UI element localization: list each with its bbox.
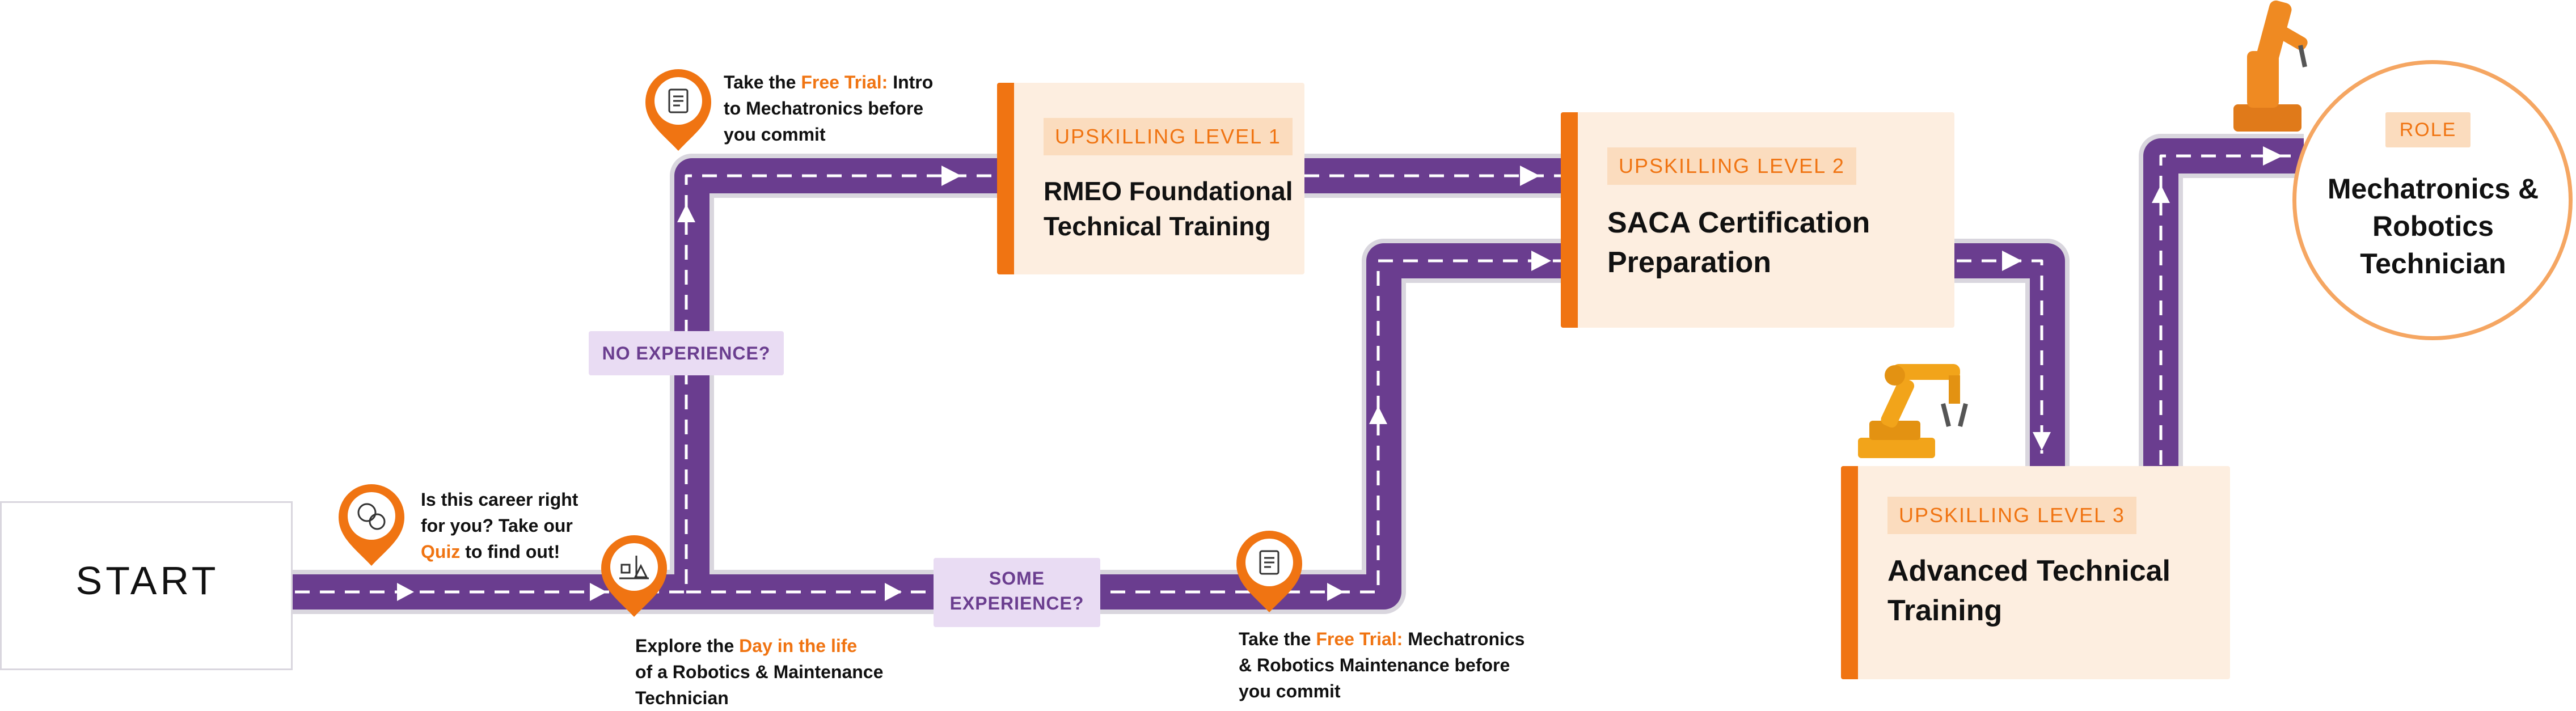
document-icon [1259, 550, 1279, 575]
some-experience-line-2: EXPERIENCE? [949, 593, 1084, 613]
quiz-line-3-rest: to find out! [460, 541, 560, 562]
chat-bubbles-icon [357, 503, 386, 530]
robot-tools-icon [619, 556, 649, 579]
free-trial-maint-link[interactable]: Free Trial: [1316, 629, 1403, 649]
role-title: Mechatronics & Robotics Technician [2327, 173, 2539, 280]
no-experience-tag[interactable]: NO EXPERIENCE? [589, 331, 784, 375]
free-trial-intro-line-3: you commit [724, 124, 826, 145]
industrial-robot-icon [2233, 0, 2308, 132]
level-2-title: SACA Certification Preparation [1607, 206, 1870, 279]
some-experience-line-1: SOME [989, 568, 1045, 589]
free-trial-intro-prefix: Take the [724, 72, 801, 92]
level-3-title: Advanced Technical Training [1887, 555, 2170, 627]
day-in-life-link[interactable]: Day in the life [739, 636, 858, 656]
quiz-link[interactable]: Quiz [421, 541, 461, 562]
level-1-title: RMEO Foundational Technical Training [1044, 176, 1293, 241]
free-trial-intro-suffix: Intro [888, 72, 934, 92]
some-experience-tag[interactable]: SOME EXPERIENCE? [934, 558, 1100, 627]
free-trial-maint-line-3: you commit [1239, 681, 1341, 701]
day-in-life-prefix: Explore the [635, 636, 740, 656]
free-trial-maint-prefix: Take the [1239, 629, 1316, 649]
free-trial-intro-caption: Take the Free Trial: Intro to Mechatroni… [724, 69, 933, 147]
direction-arrows [397, 146, 2283, 601]
free-trial-maintenance-caption: Take the Free Trial: Mechatronics & Robo… [1239, 626, 1525, 704]
level-3-label: UPSKILLING LEVEL 3 [1887, 497, 2136, 534]
day-in-life-line-2: of a Robotics & Maintenance [635, 662, 884, 682]
document-icon [668, 88, 689, 113]
quiz-caption: Is this career right for you? Take our Q… [421, 486, 578, 565]
free-trial-intro-line-2: to Mechatronics before [724, 98, 924, 118]
role-circle[interactable] [2292, 60, 2573, 340]
pin-quiz[interactable] [339, 484, 404, 566]
pin-day-in-life[interactable] [601, 535, 667, 617]
robot-arm-icon [1858, 364, 1968, 458]
level-1-card[interactable]: UPSKILLING LEVEL 1 RMEO Foundational Tec… [997, 83, 1304, 274]
quiz-line-3: Quiz to find out! [421, 539, 578, 565]
quiz-line-2: for you? Take our [421, 515, 573, 536]
free-trial-intro-link[interactable]: Free Trial: [801, 72, 888, 92]
role-tag: ROLE [2385, 112, 2471, 147]
start-box [0, 501, 293, 670]
day-in-life-caption: Explore the Day in the life of a Robotic… [635, 633, 883, 711]
level-3-card[interactable]: UPSKILLING LEVEL 3 Advanced Technical Tr… [1841, 466, 2230, 679]
free-trial-maint-line-1: Take the Free Trial: Mechatronics [1239, 626, 1525, 652]
free-trial-maint-suffix: Mechatronics [1403, 629, 1525, 649]
level-2-label: UPSKILLING LEVEL 2 [1607, 147, 1856, 185]
free-trial-maint-line-2: & Robotics Maintenance before [1239, 655, 1510, 675]
level-1-label: UPSKILLING LEVEL 1 [1044, 118, 1293, 155]
day-in-life-line-3: Technician [635, 688, 729, 708]
day-in-life-line-1: Explore the Day in the life [635, 633, 883, 659]
free-trial-intro-line-1: Take the Free Trial: Intro [724, 69, 933, 95]
start-label: START [75, 558, 219, 603]
level-2-card[interactable]: UPSKILLING LEVEL 2 SACA Certification Pr… [1561, 112, 1954, 328]
pin-free-trial-maintenance[interactable] [1236, 531, 1302, 612]
quiz-line-1: Is this career right [421, 489, 578, 510]
pin-free-trial-intro[interactable] [645, 69, 711, 151]
